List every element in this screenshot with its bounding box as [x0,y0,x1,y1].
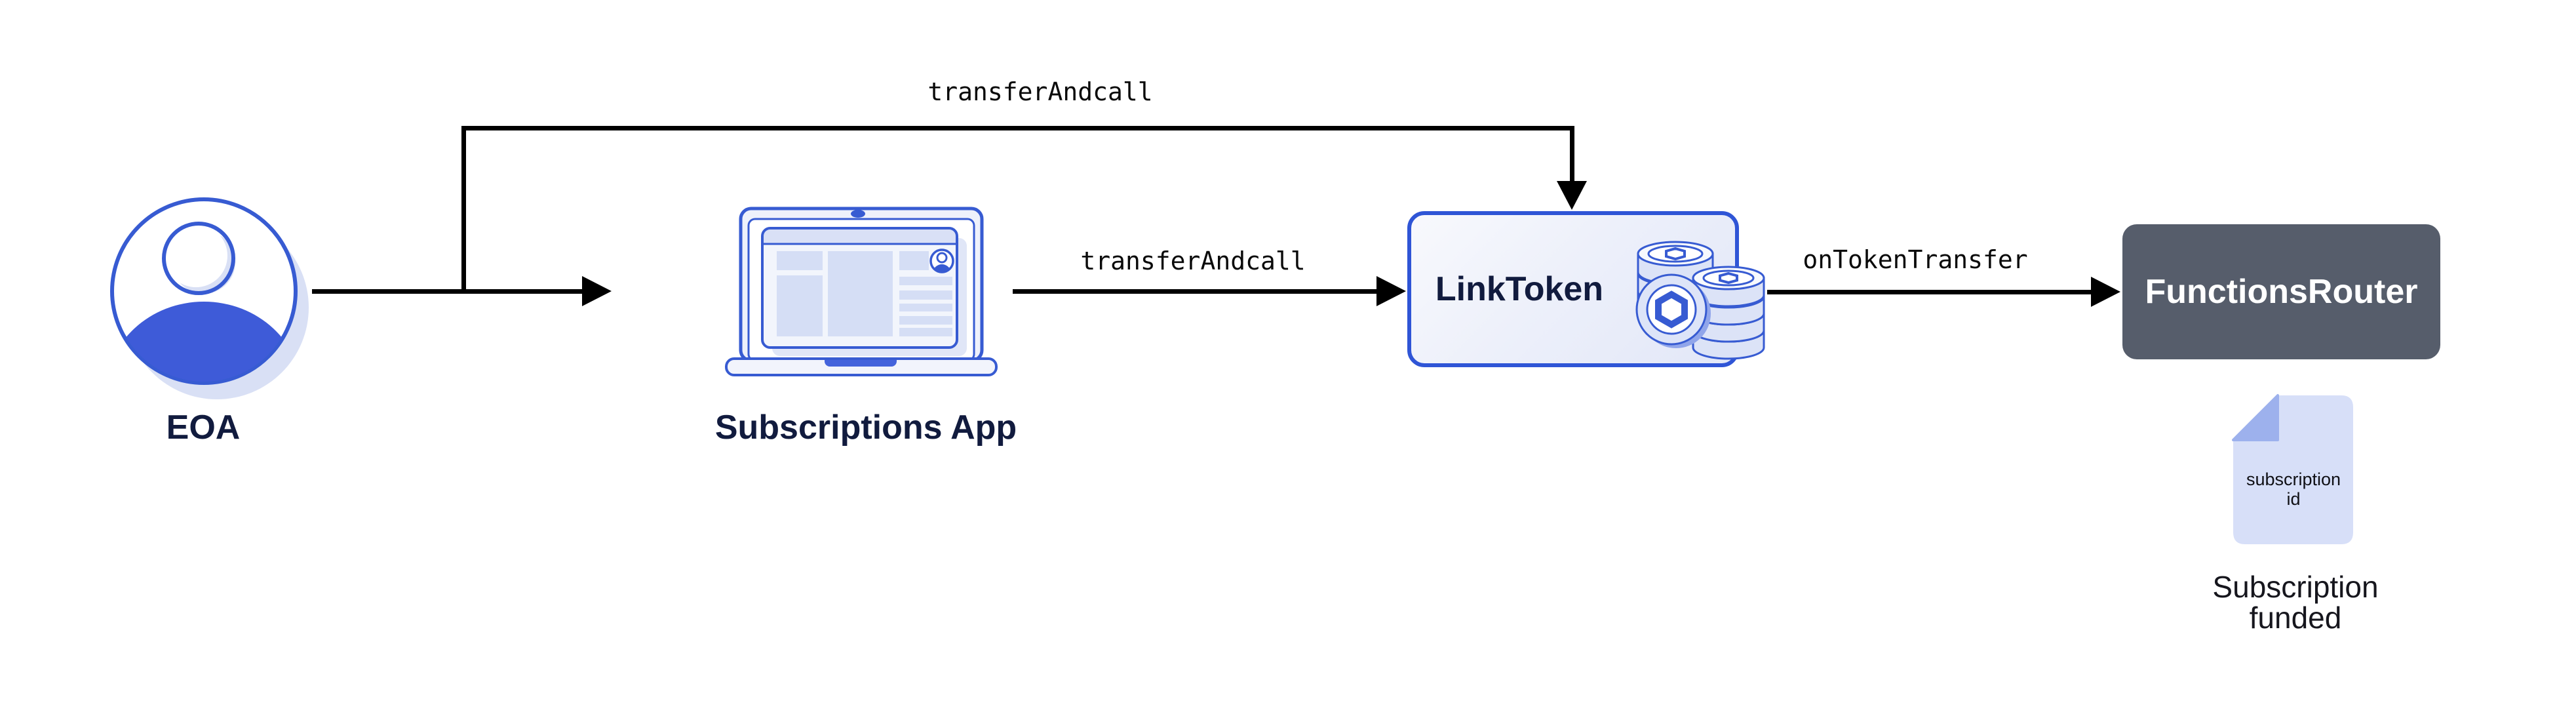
document-text-line1: subscription [2246,469,2341,489]
edge-label-transferandcall-top: transferAndcall [927,77,1153,106]
edge-eoa-to-app-line [312,289,583,294]
linktoken-node-label: LinkToken [1435,270,1604,308]
caption-line2: funded [2249,601,2342,635]
document-icon [2232,394,2353,544]
subscription-funded-caption: Subscription funded [2212,572,2378,633]
eoa-node-label: EOA [166,409,241,447]
link-coins-icon [1635,241,1765,360]
caption-line1: Subscription [2212,570,2379,604]
arrowhead-into-linktoken-top-icon [1557,181,1587,210]
arrowhead-into-app-icon [582,276,612,306]
document-text-line2: id [2286,489,2301,509]
user-avatar-icon [110,197,309,399]
edge-eoa-branch-stem-line [461,126,466,294]
laptop-app-icon [725,207,998,376]
arrowhead-into-linktoken-icon [1376,276,1406,306]
functionsrouter-node-box: FunctionsRouter [2122,224,2440,359]
edge-linktoken-to-router-line [1767,290,2092,294]
arrowhead-into-router-icon [2091,277,2120,307]
app-node-label: Subscriptions App [714,409,1017,447]
edge-eoa-to-linktoken-top-line [461,126,1574,130]
edge-label-transferandcall-mid: transferAndcall [1080,247,1306,275]
edge-label-ontokentransfer: onTokenTransfer [1803,245,2028,274]
edge-eoa-to-linktoken-drop-line [1570,126,1574,182]
functionsrouter-node-label: FunctionsRouter [2145,273,2418,311]
edge-app-to-linktoken-line [1013,289,1377,294]
